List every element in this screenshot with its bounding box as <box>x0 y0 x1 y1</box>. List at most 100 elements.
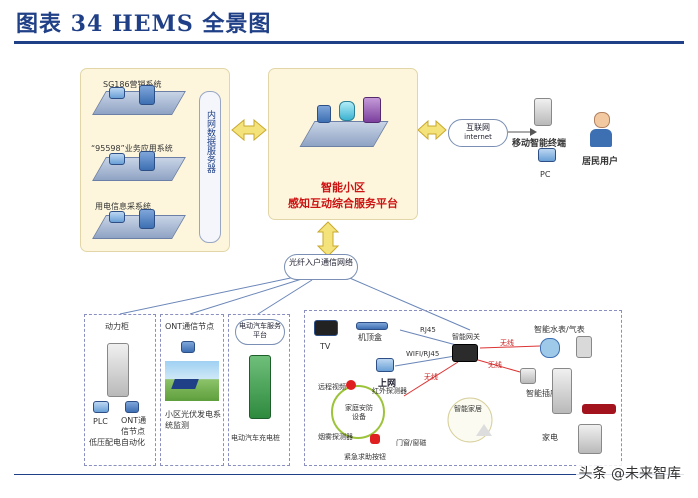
wireless-label-2: 无线 <box>488 361 502 369</box>
link-gateway-socket <box>477 359 521 373</box>
pc-icon <box>538 148 556 162</box>
link-gateway-meter <box>479 345 541 349</box>
system-label-sg186: SG186营销系统 <box>103 80 162 89</box>
set-top-box-label: 机顶盒 <box>358 333 382 342</box>
security-ring <box>331 385 385 439</box>
solar-panel-icon <box>171 379 199 389</box>
ont-node-label: ONT通信节点 <box>121 416 147 436</box>
ont-node-icon <box>181 341 195 353</box>
link-access-home <box>344 275 471 331</box>
lamp-icon <box>476 424 492 436</box>
ev-platform-cloud: 电动汽车服务平台 <box>235 319 285 345</box>
server-icon <box>317 105 331 123</box>
link-access-solar <box>189 277 306 315</box>
platform-panel: 智能小区 感知互动综合服务平台 <box>268 68 418 220</box>
link-stb-gateway <box>399 329 461 347</box>
mobile-terminal-label: 移动智能终端 <box>512 139 567 149</box>
power-caption: 低压配电自动化 <box>89 438 145 447</box>
tv-icon <box>314 320 338 336</box>
internal-systems-panel: SG186营销系统 “95598”业务应用系统 用电信息采系统 内网数据服务器 <box>80 68 230 252</box>
set-top-box-icon <box>356 322 388 330</box>
intranet-server-bar: 内网数据服务器 <box>199 91 221 243</box>
pc-label: PC <box>540 170 551 179</box>
page-title: 图表 34 HEMS 全景图 <box>16 11 272 37</box>
appliance-label: 家电 <box>542 433 558 442</box>
computer-icon <box>109 87 125 99</box>
wifi-rj45-label: WIFI/RJ45 <box>406 350 440 358</box>
home-pc-icon <box>376 358 394 372</box>
link-pc-gateway <box>394 355 456 367</box>
solar-monitoring-box: ONT通信节点 小区光伏发电系统监测 <box>160 314 224 466</box>
internet-label-en: internet <box>464 133 492 141</box>
air-conditioner-icon <box>582 404 616 414</box>
footer-divider <box>14 474 684 475</box>
power-cabinet-icon <box>107 343 129 397</box>
power-distribution-box: 动力柜 PLC ONT通信节点 低压配电自动化 <box>84 314 156 466</box>
link-gateway-security <box>403 361 459 397</box>
ev-charging-box: 电动汽车服务平台 电动汽车充电桩 <box>228 314 290 466</box>
refrigerator-icon <box>552 368 572 414</box>
ont-node-icon <box>125 401 139 413</box>
server-rack-icon <box>363 97 381 123</box>
wireless-label-1: 无线 <box>500 339 514 347</box>
access-network-label: 光纤入户通信网络 <box>289 258 353 267</box>
watermark: 头条 @未来智库 <box>575 462 684 484</box>
double-arrow-center-internet <box>417 119 447 141</box>
mobile-terminal-icon <box>534 98 552 126</box>
internet-cloud: 互联网 internet <box>448 119 508 147</box>
rj45-label: RJ45 <box>420 326 436 334</box>
platform-title-line2: 感知互动综合服务平台 <box>288 197 398 210</box>
internet-label-cn: 互联网 <box>466 123 490 132</box>
smart-meter-label: 智能水表/气表 <box>534 325 585 334</box>
remote-camera-label: 远程视频 <box>318 383 346 391</box>
smart-meter-icon <box>540 338 560 358</box>
plc-label: PLC <box>93 417 108 426</box>
ev-platform-label: 电动汽车服务平台 <box>239 322 281 339</box>
resident-user-icon <box>590 112 612 148</box>
ev-charger-icon <box>249 355 271 419</box>
alarm-light-icon <box>346 380 356 390</box>
title-divider <box>14 41 684 44</box>
emergency-button-label: 紧急求助按钮 <box>344 453 386 461</box>
resident-user-label: 居民用户 <box>582 157 619 167</box>
washing-machine-icon <box>578 424 602 454</box>
solar-ont-label: ONT通信节点 <box>165 322 215 331</box>
database-icon <box>339 101 355 121</box>
solar-caption: 小区光伏发电系统监测 <box>165 410 221 430</box>
link-access-ev <box>257 279 313 315</box>
platform-title-line1: 智能小区 <box>321 181 365 194</box>
smart-gateway-icon <box>452 344 478 362</box>
ev-caption: 电动汽车充电桩 <box>231 434 280 442</box>
computer-icon <box>109 211 125 223</box>
smoke-detector-label: 烟雾探测器 <box>318 433 353 441</box>
plc-icon <box>93 401 109 413</box>
power-cabinet-label: 动力柜 <box>105 322 129 331</box>
door-sensor-label: 门窗/窗磁 <box>396 439 427 447</box>
server-icon <box>139 85 155 105</box>
access-network-cloud: 光纤入户通信网络 <box>284 254 358 280</box>
home-security-label: 家庭安防设备 <box>345 404 373 421</box>
link-access-power <box>119 275 301 315</box>
internet-access-label: 上网 <box>378 379 397 389</box>
home-network-box <box>304 310 622 466</box>
system-label-95598: “95598”业务应用系统 <box>91 144 173 153</box>
computer-icon <box>109 153 125 165</box>
server-icon <box>139 151 155 171</box>
infrared-label: 红外探测器 <box>372 387 407 395</box>
server-icon <box>139 209 155 229</box>
system-label-metering: 用电信息采系统 <box>95 202 151 211</box>
smart-home-label: 智能家居 <box>454 405 482 413</box>
intranet-server-label: 内网数据服务器 <box>205 110 215 173</box>
platform-base <box>299 121 389 147</box>
wireless-label-3: 无线 <box>424 373 438 381</box>
double-arrow-left-center <box>231 118 267 142</box>
double-arrow-center-access <box>316 221 340 257</box>
arrow-head-user <box>530 128 537 136</box>
gas-meter-icon <box>576 336 592 358</box>
emergency-button-icon <box>370 434 380 444</box>
gateway-label: 智能网关 <box>452 333 480 341</box>
smart-socket-label: 智能插座 <box>526 389 558 398</box>
smart-socket-icon <box>520 368 536 384</box>
tv-label: TV <box>320 342 331 351</box>
